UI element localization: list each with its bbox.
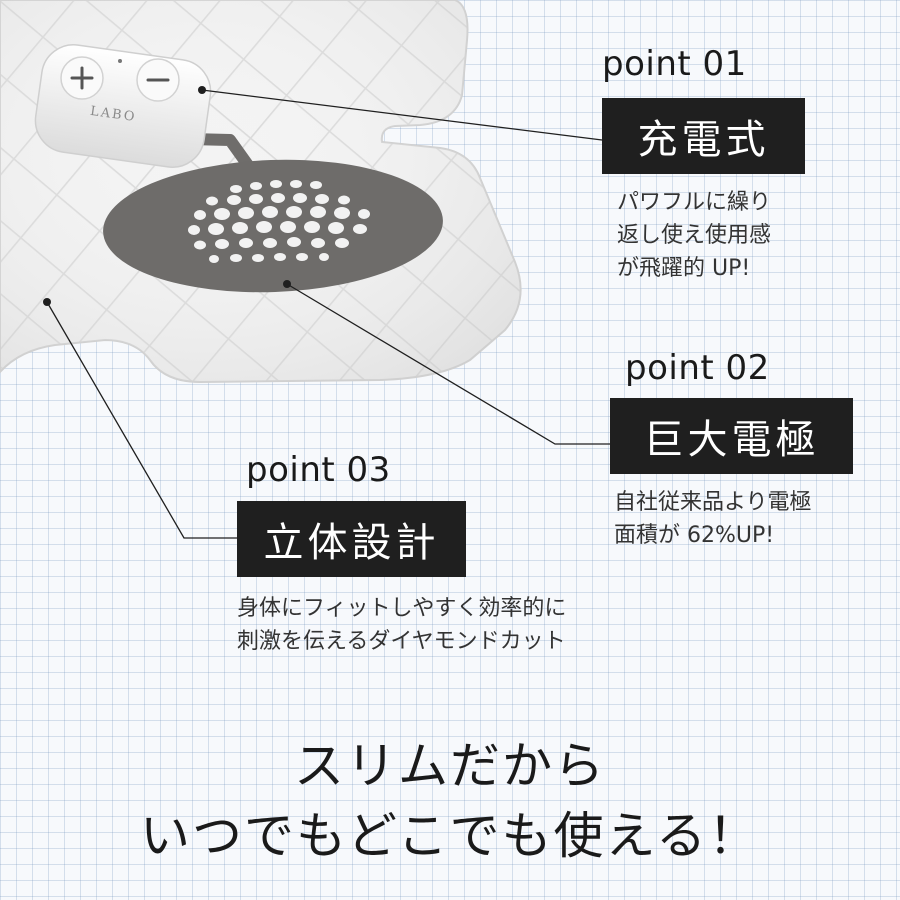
point-01-desc-line: パワフルに繰り <box>617 190 772 215</box>
plus-button <box>60 56 104 100</box>
leader-lines <box>46 89 610 539</box>
point-03-label: 立体設計 <box>237 501 466 577</box>
leader-dot-point-02 <box>283 280 291 288</box>
point-01-desc-line: 返し使え使用感 <box>617 223 772 248</box>
point-02-desc-line: 自社従来品より電極 <box>614 490 812 515</box>
point-03-title: point 03 <box>246 450 391 490</box>
leader-line-point-03 <box>46 301 237 539</box>
leader-line-point-01 <box>201 89 603 141</box>
catchcopy-line-2: いつでもどこでも使える！ <box>140 807 760 865</box>
point-03-description: 身体にフィットしやすく効率的に 刺激を伝えるダイヤモンドカット <box>237 592 566 658</box>
point-02-label: 巨大電極 <box>610 398 853 474</box>
point-02-description: 自社従来品より電極 面積が 62%UP! <box>614 486 812 552</box>
point-01-title: point 01 <box>602 44 747 84</box>
point-01-description: パワフルに繰り 返し使え使用感 が飛躍的 UP! <box>617 186 771 285</box>
point-03-desc-line: 刺激を伝えるダイヤモンドカット <box>237 629 566 654</box>
controller-unit <box>34 44 212 168</box>
point-01-desc-line: が飛躍的 UP! <box>617 256 751 281</box>
point-03-desc-line: 身体にフィットしやすく効率的に <box>237 596 567 621</box>
leader-dots <box>43 86 291 306</box>
leader-dot-point-01 <box>198 86 206 94</box>
point-01-label: 充電式 <box>602 98 805 174</box>
leader-dot-point-03 <box>43 298 51 306</box>
leader-line-point-02 <box>286 283 610 445</box>
catchcopy-line-1: スリムだから <box>294 737 606 795</box>
point-02-desc-line: 面積が 62%UP! <box>614 523 775 548</box>
point-02-title: point 02 <box>625 348 770 388</box>
minus-button <box>136 58 180 102</box>
